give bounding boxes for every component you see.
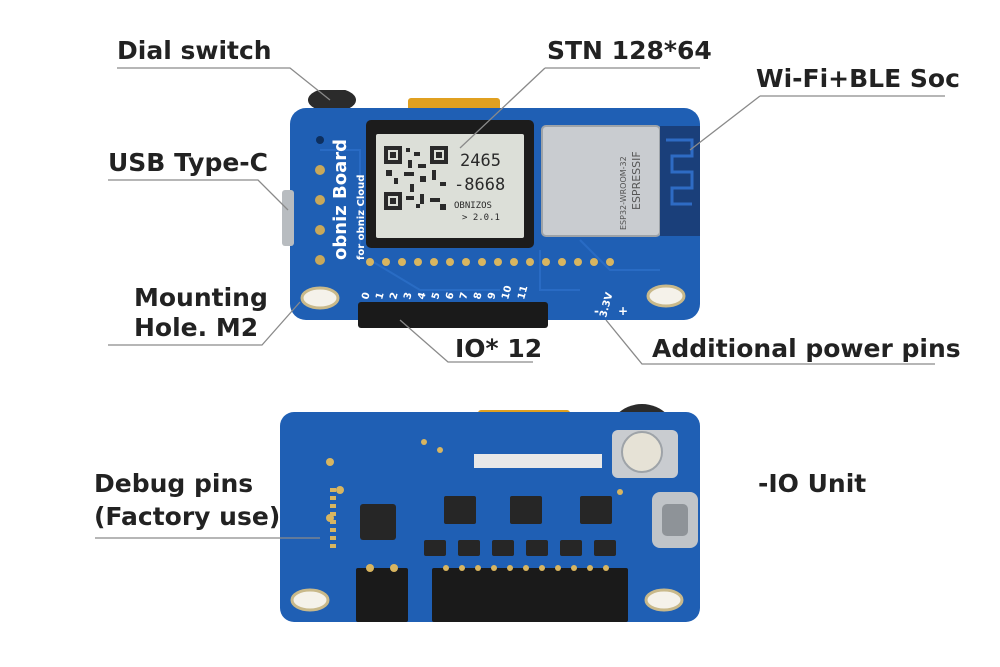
lcd-line3: OBNIZOS <box>454 201 492 211</box>
board-front: obniz Board for obniz Cloud 2465 -8668 O… <box>282 90 700 328</box>
mounting-hole-back-right <box>644 588 684 612</box>
leader-power <box>605 319 935 365</box>
pin-numbers: 0 1 2 3 4 5 6 7 8 9 10 11 <box>360 284 530 300</box>
esp32-module <box>542 126 660 236</box>
lcd-line4: > 2.0.1 <box>462 213 500 223</box>
mcu-chip <box>360 504 396 540</box>
leader-mounting <box>108 301 301 346</box>
label-mounting-line2: Hole. M2 <box>134 313 259 342</box>
esp32-brand: ESPRESSIF <box>630 151 643 210</box>
label-debug-line1: Debug pins <box>94 469 254 498</box>
driver-chip-2 <box>510 496 542 524</box>
svg-text:4: 4 <box>416 291 428 301</box>
mounting-hole-right <box>646 284 686 308</box>
leader-stn <box>459 67 700 149</box>
header-pin-row <box>366 258 614 266</box>
mounting-hole-left <box>300 286 340 310</box>
svg-text:3: 3 <box>402 291 414 301</box>
svg-text:9: 9 <box>486 291 498 301</box>
small-chips <box>424 540 616 556</box>
board-back <box>280 404 700 622</box>
svg-text:0: 0 <box>360 291 372 301</box>
leader-io12 <box>399 319 533 363</box>
svg-text:10: 10 <box>500 284 514 300</box>
label-usb-type-c: USB Type-C <box>108 148 269 177</box>
esp32-model: ESP32-WROOM-32 <box>619 156 628 230</box>
label-dial-switch: Dial switch <box>117 36 272 65</box>
usb-c-port <box>282 190 294 246</box>
svg-text:8: 8 <box>472 291 484 301</box>
label-stn: STN 128*64 <box>547 36 712 65</box>
dial-switch-knob <box>308 90 356 112</box>
svg-text:2: 2 <box>388 291 400 301</box>
lcd-line2: -8668 <box>454 175 505 195</box>
label-debug-line2: (Factory use) <box>94 502 281 531</box>
svg-text:1: 1 <box>374 291 386 301</box>
minus-sign: - <box>594 304 599 318</box>
silk-sub: for obniz Cloud <box>356 175 367 260</box>
header-main <box>432 568 628 622</box>
leader-usb <box>108 179 289 211</box>
lcd-line1: 2465 <box>460 151 501 171</box>
leader-wifi <box>689 95 945 151</box>
qr-code <box>384 146 448 210</box>
label-additional-power: Additional power pins <box>652 334 961 363</box>
plus-sign: + <box>618 304 628 318</box>
debug-pins <box>330 488 336 548</box>
leader-dial-switch <box>117 67 331 101</box>
label-wifi-ble: Wi-Fi+BLE Soc <box>756 64 960 93</box>
svg-text:5: 5 <box>430 291 442 301</box>
label-mounting-line1: Mounting <box>134 283 268 312</box>
label-io-unit: -IO Unit <box>758 469 867 498</box>
svg-text:11: 11 <box>516 284 530 300</box>
bottom-header <box>358 302 548 328</box>
fpc-connector <box>474 454 602 468</box>
driver-chip-1 <box>444 496 476 524</box>
header-left <box>356 568 408 622</box>
svg-text:7: 7 <box>458 291 470 301</box>
silk-brand: obniz Board <box>330 139 351 260</box>
mounting-hole-back-left <box>290 588 330 612</box>
driver-chip-3 <box>580 496 612 524</box>
label-io12: IO* 12 <box>455 334 543 363</box>
svg-text:6: 6 <box>444 291 456 301</box>
